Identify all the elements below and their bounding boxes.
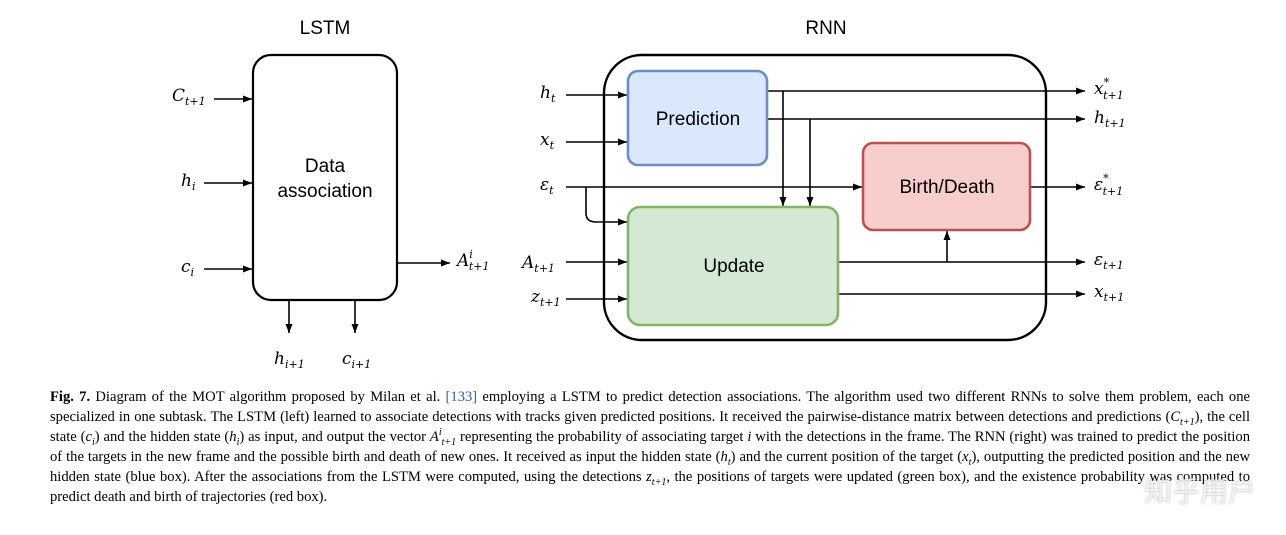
- caption-subscript: t+1: [441, 436, 457, 448]
- caption-text: ) as input, and output the vector: [239, 429, 430, 445]
- figure-label: Fig. 7.: [50, 389, 91, 405]
- rnn-output-label-x: xt+1: [1094, 282, 1124, 304]
- caption-text: ), outputting the predicted position and…: [50, 449, 1250, 485]
- caption-superscript: i: [438, 427, 442, 439]
- caption-text: employing a LSTM to predict detection as…: [50, 389, 1250, 425]
- caption-text: ) and the current position of the target…: [730, 449, 963, 465]
- lstm-input-label-h: hi: [181, 171, 195, 193]
- caption-var: z: [646, 469, 652, 485]
- caption-subscript: i: [236, 436, 240, 448]
- caption-subscript: t: [968, 456, 972, 468]
- rnn-output-label-x-star: x*t+1: [1094, 76, 1124, 102]
- lstm-bottom-label-c: ci+1: [342, 349, 371, 371]
- birth-death-label: Birth/Death: [899, 177, 994, 198]
- caption-var: h: [720, 449, 728, 465]
- data-association-label-line1: Data: [305, 156, 346, 177]
- caption-text: Diagram of the MOT algorithm proposed by…: [90, 389, 446, 405]
- epsilon-to-update-line: [585, 187, 627, 226]
- caption-var: C: [1170, 409, 1181, 425]
- rnn-input-label-h: ht: [540, 83, 556, 105]
- birth-death-box: [861, 141, 1032, 232]
- update-box: [626, 205, 840, 327]
- figure-caption: Fig. 7. Diagram of the MOT algorithm pro…: [50, 387, 1250, 507]
- prediction-box: [626, 69, 769, 167]
- rnn-input-label-x: xt: [540, 130, 555, 152]
- caption-var: c: [85, 429, 92, 445]
- lstm-title: LSTM: [300, 18, 351, 39]
- prediction-label: Prediction: [656, 109, 741, 130]
- rnn-output-label-epsilon-star: ε*t+1: [1094, 172, 1123, 198]
- caption-var: h: [229, 429, 237, 445]
- caption-var: A: [429, 429, 439, 445]
- caption-var: x: [962, 449, 969, 465]
- rnn-input-label-a: At+1: [520, 253, 555, 275]
- caption-text: with the detections in the frame. The RN…: [50, 429, 1250, 465]
- rnn-input-label-epsilon: εt: [540, 175, 554, 197]
- caption-subscript: i: [91, 436, 95, 448]
- rnn-input-label-z: zt+1: [530, 287, 561, 309]
- watermark: 知乎用户: [1143, 475, 1256, 508]
- caption-text: representing the probability of associat…: [456, 429, 748, 445]
- rnn-title: RNN: [805, 18, 846, 39]
- caption-subscript: t: [727, 456, 731, 468]
- lstm-input-label-c: Ct+1: [172, 86, 206, 108]
- rnn-output-label-h: ht+1: [1094, 108, 1126, 130]
- lstm-input-label-ci: ci: [181, 257, 194, 279]
- lstm-bottom-label-h: hi+1: [274, 349, 305, 371]
- rnn-output-label-epsilon: εt+1: [1094, 250, 1124, 272]
- data-association-label-line2: association: [277, 181, 372, 202]
- citation-link[interactable]: [133]: [445, 389, 478, 405]
- caption-subscript: t+1: [1180, 416, 1195, 428]
- caption-var: i: [747, 429, 752, 445]
- caption-text: ) and the hidden state (: [94, 429, 230, 445]
- caption-text: , the positions of targets were updated …: [50, 469, 1250, 505]
- caption-subscript: t+1: [651, 476, 667, 488]
- caption-text: ), the cell state (: [50, 409, 1250, 445]
- data-association-box: [251, 53, 399, 302]
- update-label: Update: [703, 256, 764, 277]
